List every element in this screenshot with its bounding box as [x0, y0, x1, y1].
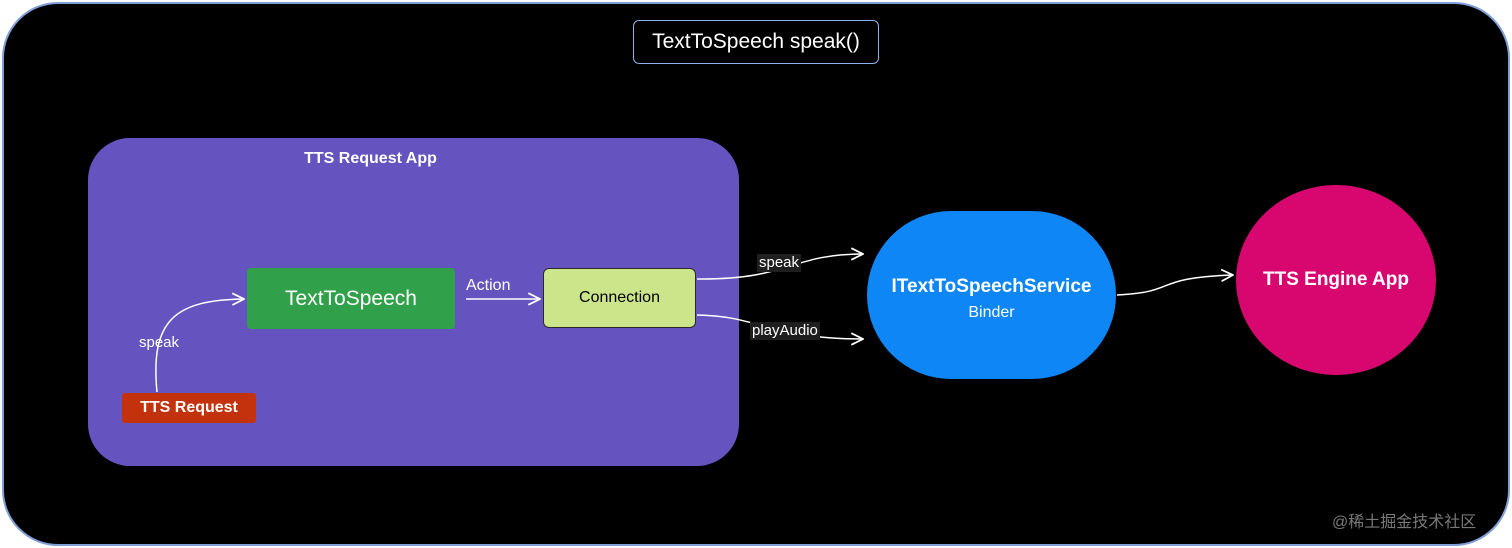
service-title: ITextToSpeechService — [891, 276, 1092, 297]
texttospeech-label: TextToSpeech — [285, 286, 417, 310]
connection-label: Connection — [579, 289, 660, 306]
watermark: @稀土掘金技术社区 — [1332, 514, 1477, 531]
tts-engine-app-node: TTS Engine App — [1236, 185, 1436, 375]
edge-label-speak: speak — [757, 254, 802, 272]
texttospeech-node: TextToSpeech — [247, 268, 455, 329]
diagram-title-text: TextToSpeech speak() — [652, 30, 860, 53]
diagram-title: TextToSpeech speak() — [633, 20, 879, 64]
edge-label-playaudio: playAudio — [750, 322, 820, 340]
edge-request-to-texttospeech — [155, 299, 244, 393]
edge-label-action: Action — [466, 277, 511, 294]
service-subtitle: Binder — [968, 304, 1015, 321]
engine-label: TTS Engine App — [1262, 269, 1409, 290]
tts-request-node: TTS Request — [122, 393, 256, 423]
itexttospeechservice-node: ITextToSpeechService Binder — [867, 211, 1116, 379]
edge-service-to-engine — [1116, 275, 1233, 296]
group-label: TTS Request App — [304, 150, 437, 167]
tts-request-label: TTS Request — [140, 399, 238, 416]
edge-label-request-speak: speak — [139, 334, 180, 351]
connection-node: Connection — [543, 268, 696, 328]
